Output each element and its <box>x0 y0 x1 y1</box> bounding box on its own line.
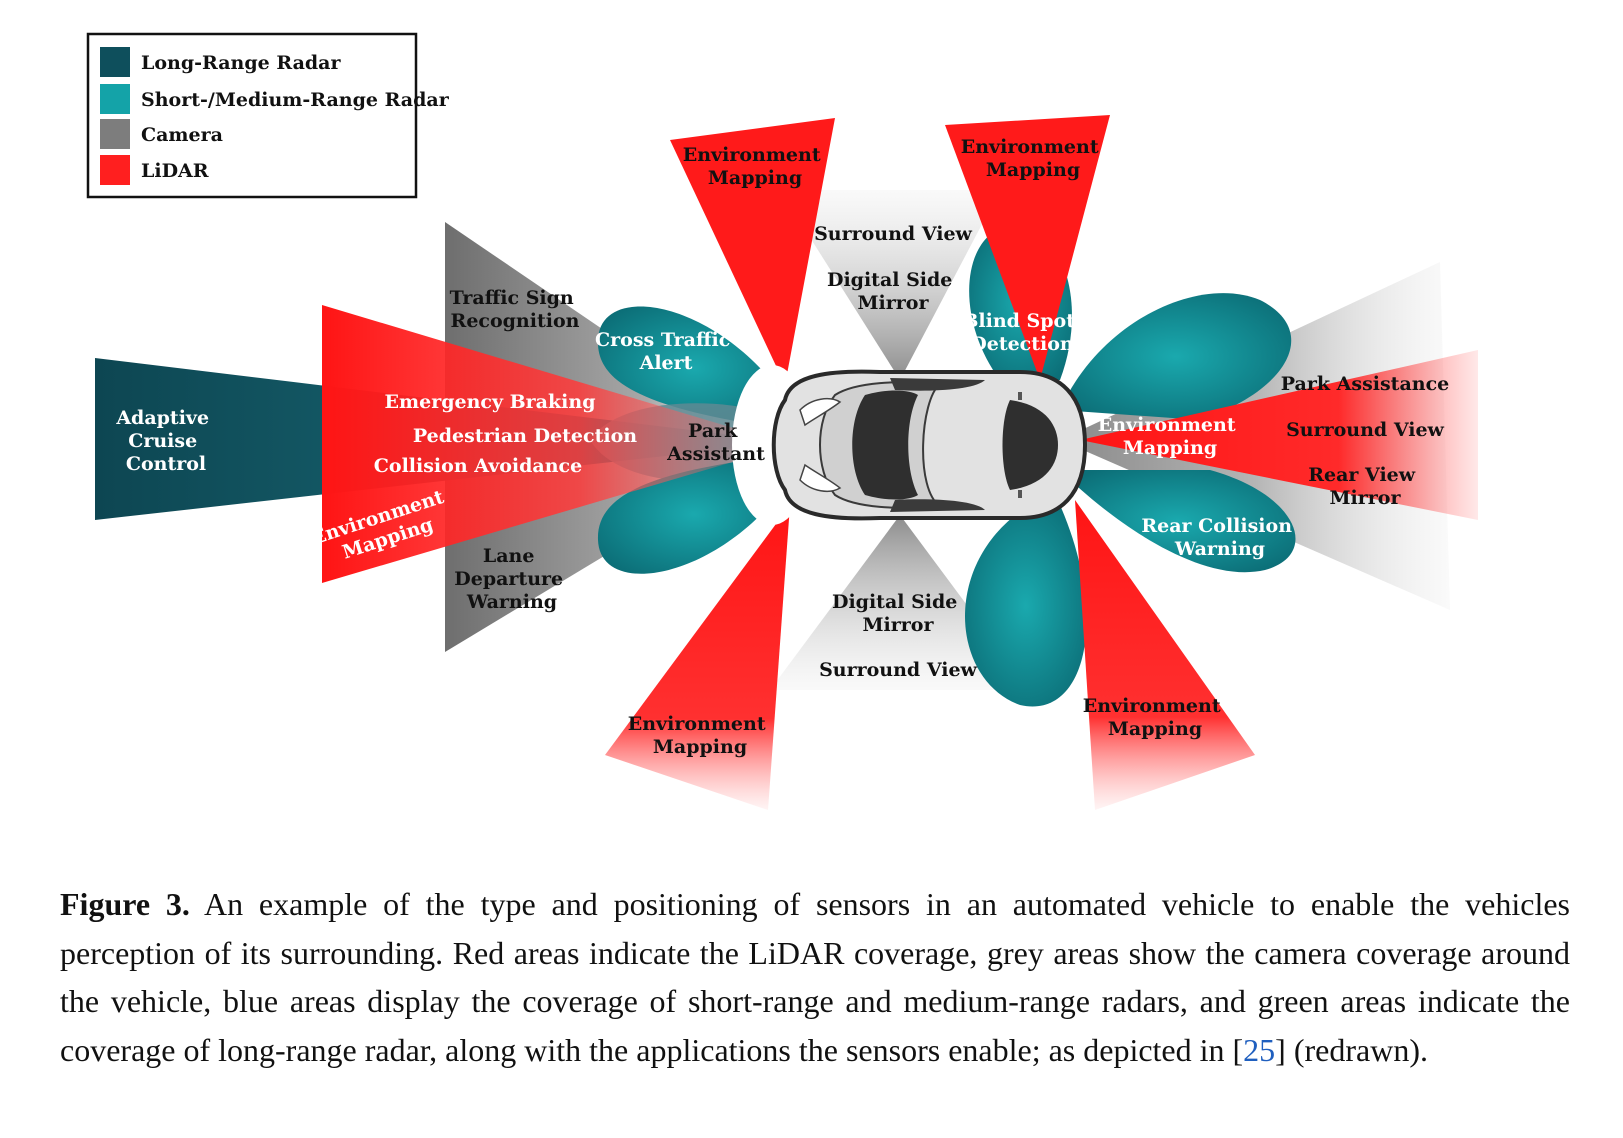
lidar-field-bottom-left <box>605 505 790 810</box>
radar-lobe-bottom-right <box>965 505 1087 707</box>
camera-field-bottom <box>770 515 1030 690</box>
legend: Long-Range Radar Short-/Medium-Range Rad… <box>86 32 450 199</box>
vehicle <box>732 365 1088 525</box>
legend-label-camera: Camera <box>141 124 223 146</box>
label-traffic-sign-recognition: Traffic Sign Recognition <box>450 287 581 332</box>
citation-link[interactable]: 25 <box>1243 1031 1276 1068</box>
label-lane-departure-warning: Lane Departure Warning <box>454 545 570 613</box>
label-rear-collision-warning: Rear Collision Warning <box>1141 515 1298 560</box>
lidar-field-top-left <box>670 118 835 385</box>
label-digital-side-mirror-top: Digital Side Mirror <box>827 269 959 314</box>
camera-field-top <box>780 190 1000 380</box>
label-cross-traffic-alert: Cross Traffic Alert <box>595 329 737 374</box>
legend-swatch-long-range-radar <box>100 47 130 77</box>
radar-lobe-rear-bottom <box>1060 470 1296 573</box>
label-rear-view-mirror: Rear View Mirror <box>1308 464 1422 509</box>
sensor-coverage-diagram: Long-Range Radar Short-/Medium-Range Rad… <box>86 32 1478 810</box>
caption-text: An example of the type and positioning o… <box>60 886 1571 1068</box>
label-digital-side-mirror-bottom: Digital Side Mirror <box>832 591 964 636</box>
label-park-assistant: Park Assistant <box>666 420 765 465</box>
label-pedestrian-detection: Pedestrian Detection <box>413 425 637 447</box>
label-emergency-braking: Emergency Braking <box>385 391 596 413</box>
legend-box <box>86 32 418 199</box>
label-environment-mapping-bottom-right: Environment Mapping <box>1083 695 1227 740</box>
lidar-field-bottom-right <box>1075 500 1255 810</box>
label-surround-view-top: Surround View <box>814 223 972 245</box>
legend-label-short-medium-radar: Short-/Medium-Range Radar <box>141 89 450 111</box>
lidar-field-top-right <box>945 115 1110 380</box>
lidar-field-front <box>322 305 790 583</box>
label-environment-mapping-bottom-left: Environment Mapping <box>628 713 772 758</box>
label-environment-mapping-top-left: Environment Mapping <box>683 144 827 189</box>
label-surround-view-rear: Surround View <box>1286 419 1444 441</box>
label-surround-view-bottom: Surround View <box>819 659 977 681</box>
radar-lobe-rear-top <box>1060 293 1292 420</box>
legend-label-lidar: LiDAR <box>141 160 209 182</box>
figure-label: Figure 3. <box>60 886 190 922</box>
legend-label-long-range-radar: Long-Range Radar <box>141 52 341 74</box>
legend-swatch-lidar <box>100 155 130 185</box>
label-collision-avoidance: Collision Avoidance <box>374 455 582 477</box>
caption-text-end: ] (redrawn). <box>1275 1031 1428 1068</box>
legend-swatch-short-medium-radar <box>100 84 130 114</box>
label-environment-mapping-top-right: Environment Mapping <box>961 136 1105 181</box>
legend-swatch-camera <box>100 119 130 149</box>
label-adaptive-cruise-control: Adaptive Cruise Control <box>115 407 215 475</box>
label-park-assistance: Park Assistance <box>1281 373 1450 395</box>
figure-caption: Figure 3. An example of the type and pos… <box>60 880 1570 1074</box>
label-environment-mapping-rear: Environment Mapping <box>1098 414 1242 459</box>
label-blind-spot-detection: Blind Spot Detection <box>962 310 1081 355</box>
lidar-field-rear <box>1080 350 1478 520</box>
